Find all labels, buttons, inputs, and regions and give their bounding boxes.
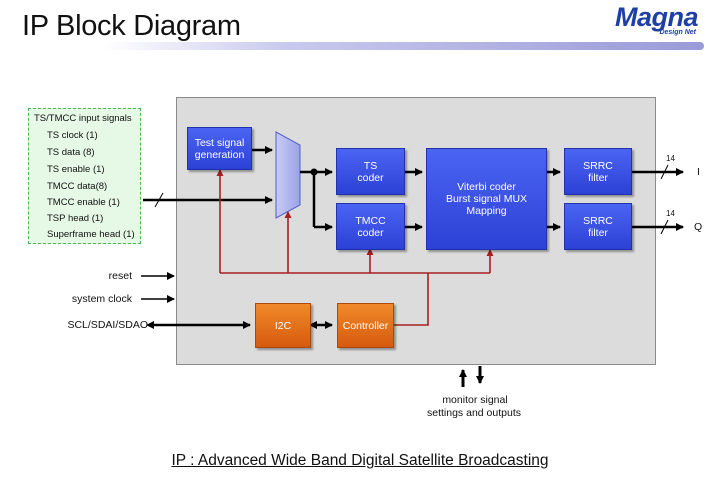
system-clock-label: system clock [71, 293, 132, 305]
input-signals-title: TS/TMCC input signals [34, 113, 132, 124]
ts-coder-block: TS coder [336, 148, 405, 195]
page-title: IP Block Diagram [22, 10, 241, 42]
input-signal-item: TS data (8) [47, 147, 95, 158]
test-signal-generation-block: Test signal generation [187, 127, 252, 170]
viterbi-mux-mapping-block: Viterbi coder Burst signal MUX Mapping [426, 148, 547, 250]
input-signal-item: TSP head (1) [47, 213, 104, 224]
output-q-label: Q [694, 221, 703, 233]
caption-text: IP : Advanced Wide Band Digital Satellit… [171, 452, 549, 469]
diagram-caption: IP : Advanced Wide Band Digital Satellit… [0, 452, 720, 470]
input-signal-item: TMCC data(8) [47, 181, 108, 192]
block-label: generation [194, 148, 245, 161]
magna-logo: Magna Design Net [592, 2, 702, 40]
monitor-settings-label: settings and outputs [427, 407, 521, 419]
block-label: Burst signal MUX [445, 193, 528, 205]
bus-width-i-label: 14 [666, 154, 675, 163]
controller-block: Controller [337, 303, 394, 348]
block-label: Viterbi coder [457, 181, 516, 193]
monitor-signal-label: monitor signal [442, 394, 508, 406]
i2c-block: I2C [255, 303, 311, 348]
block-label: filter [588, 226, 608, 239]
block-label: SRRC [583, 214, 613, 227]
block-label: TMCC [355, 214, 386, 227]
block-label: coder [357, 171, 384, 184]
block-label: coder [357, 226, 384, 239]
tmcc-coder-block: TMCC coder [336, 203, 405, 250]
input-signal-item: TS clock (1) [47, 130, 98, 141]
output-i-label: I [697, 166, 700, 178]
block-label: SRRC [583, 159, 613, 172]
srrc-filter-i-block: SRRC filter [564, 148, 632, 195]
scl-sdai-sdao-label: SCL/SDAI/SDAO [67, 319, 148, 331]
block-label: Mapping [466, 205, 507, 217]
block-label: TS [363, 159, 378, 172]
logo-wordmark: Magna [614, 2, 699, 32]
input-signal-item: TS enable (1) [47, 164, 105, 175]
input-signal-item: Superframe head (1) [47, 229, 135, 240]
block-label: filter [588, 171, 608, 184]
srrc-filter-q-block: SRRC filter [564, 203, 632, 250]
input-signals-box: TS/TMCC input signals TS clock (1) TS da… [28, 108, 141, 244]
block-label: I2C [274, 319, 292, 332]
reset-label: reset [108, 270, 132, 282]
title-underline-bar [104, 42, 704, 50]
block-label: Test signal [194, 136, 245, 149]
input-signal-item: TMCC enable (1) [47, 197, 120, 208]
bus-width-q-label: 14 [666, 209, 675, 218]
block-label: Controller [342, 319, 389, 332]
logo-tagline: Design Net [659, 29, 696, 36]
